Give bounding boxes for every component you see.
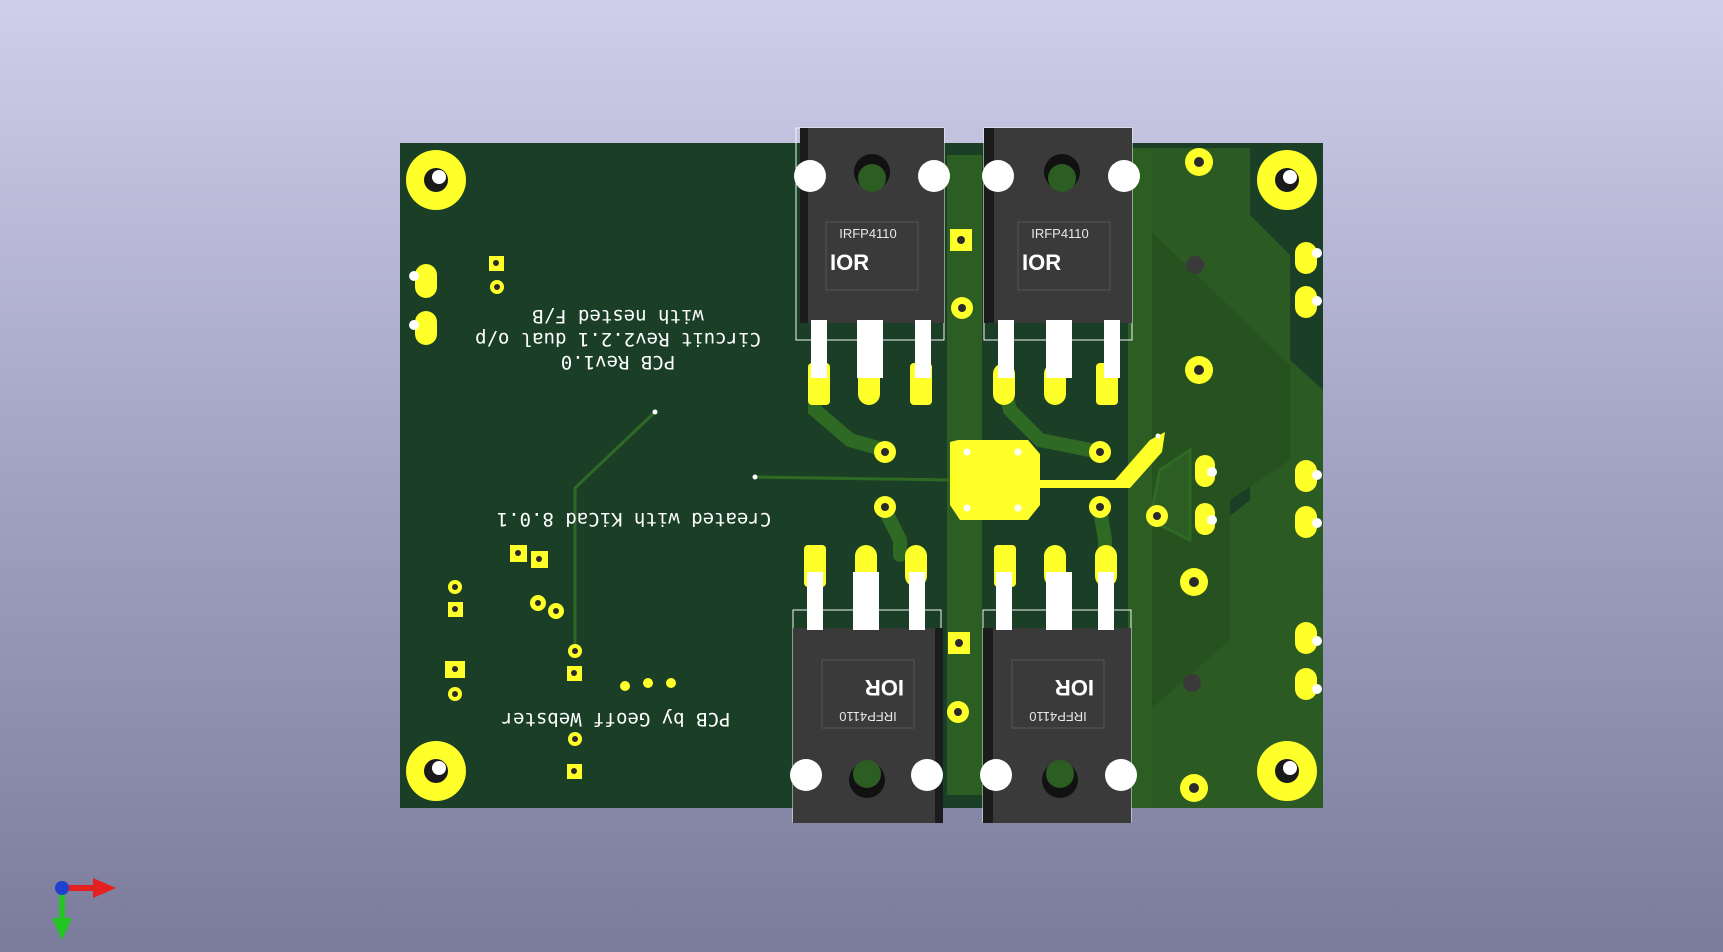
- axis-gizmo: [52, 878, 116, 940]
- pad-holes: [452, 157, 1204, 793]
- right-connector-pads: [1183, 242, 1322, 700]
- transistor-q1[interactable]: IRFP4110 IOR: [794, 127, 950, 378]
- silk-author: PCB by Geoff Webster: [502, 708, 731, 730]
- q2-brand-logo: IOR: [1022, 250, 1061, 275]
- output-copper-pad: [950, 432, 1165, 520]
- q1-brand-logo: IOR: [830, 250, 869, 275]
- small-pads: [620, 678, 676, 691]
- q3-brand-logo: IOR: [865, 675, 904, 700]
- silkscreen-text: with nested F/B Circuit Rev2.2.1 dual o/…: [475, 305, 771, 730]
- q4-brand-logo: IOR: [1055, 675, 1094, 700]
- left-connector-pads: [409, 264, 437, 345]
- silk-kicad: Created with KiCad 8.0.1: [497, 508, 772, 530]
- q1-part-label: IRFP4110: [839, 226, 897, 241]
- transistor-q3[interactable]: IRFP4110 IOR: [790, 572, 943, 823]
- q3-part-label: IRFP4110: [839, 709, 897, 724]
- pad-vias: [652, 409, 1161, 512]
- silk-pcb-rev: PCB Rev1.0: [561, 351, 675, 373]
- transistor-q4[interactable]: IRFP4110 IOR: [980, 572, 1137, 823]
- square-pad-holes: [452, 236, 965, 774]
- silk-feedback: with nested F/B: [532, 305, 704, 327]
- silk-circuit-rev: Circuit Rev2.2.1 dual o/p: [475, 328, 761, 350]
- transistor-q2[interactable]: IRFP4110 IOR: [982, 127, 1140, 378]
- q2-part-label: IRFP4110: [1031, 226, 1089, 241]
- q4-part-label: IRFP4110: [1029, 709, 1087, 724]
- mounting-hole: [406, 150, 1317, 801]
